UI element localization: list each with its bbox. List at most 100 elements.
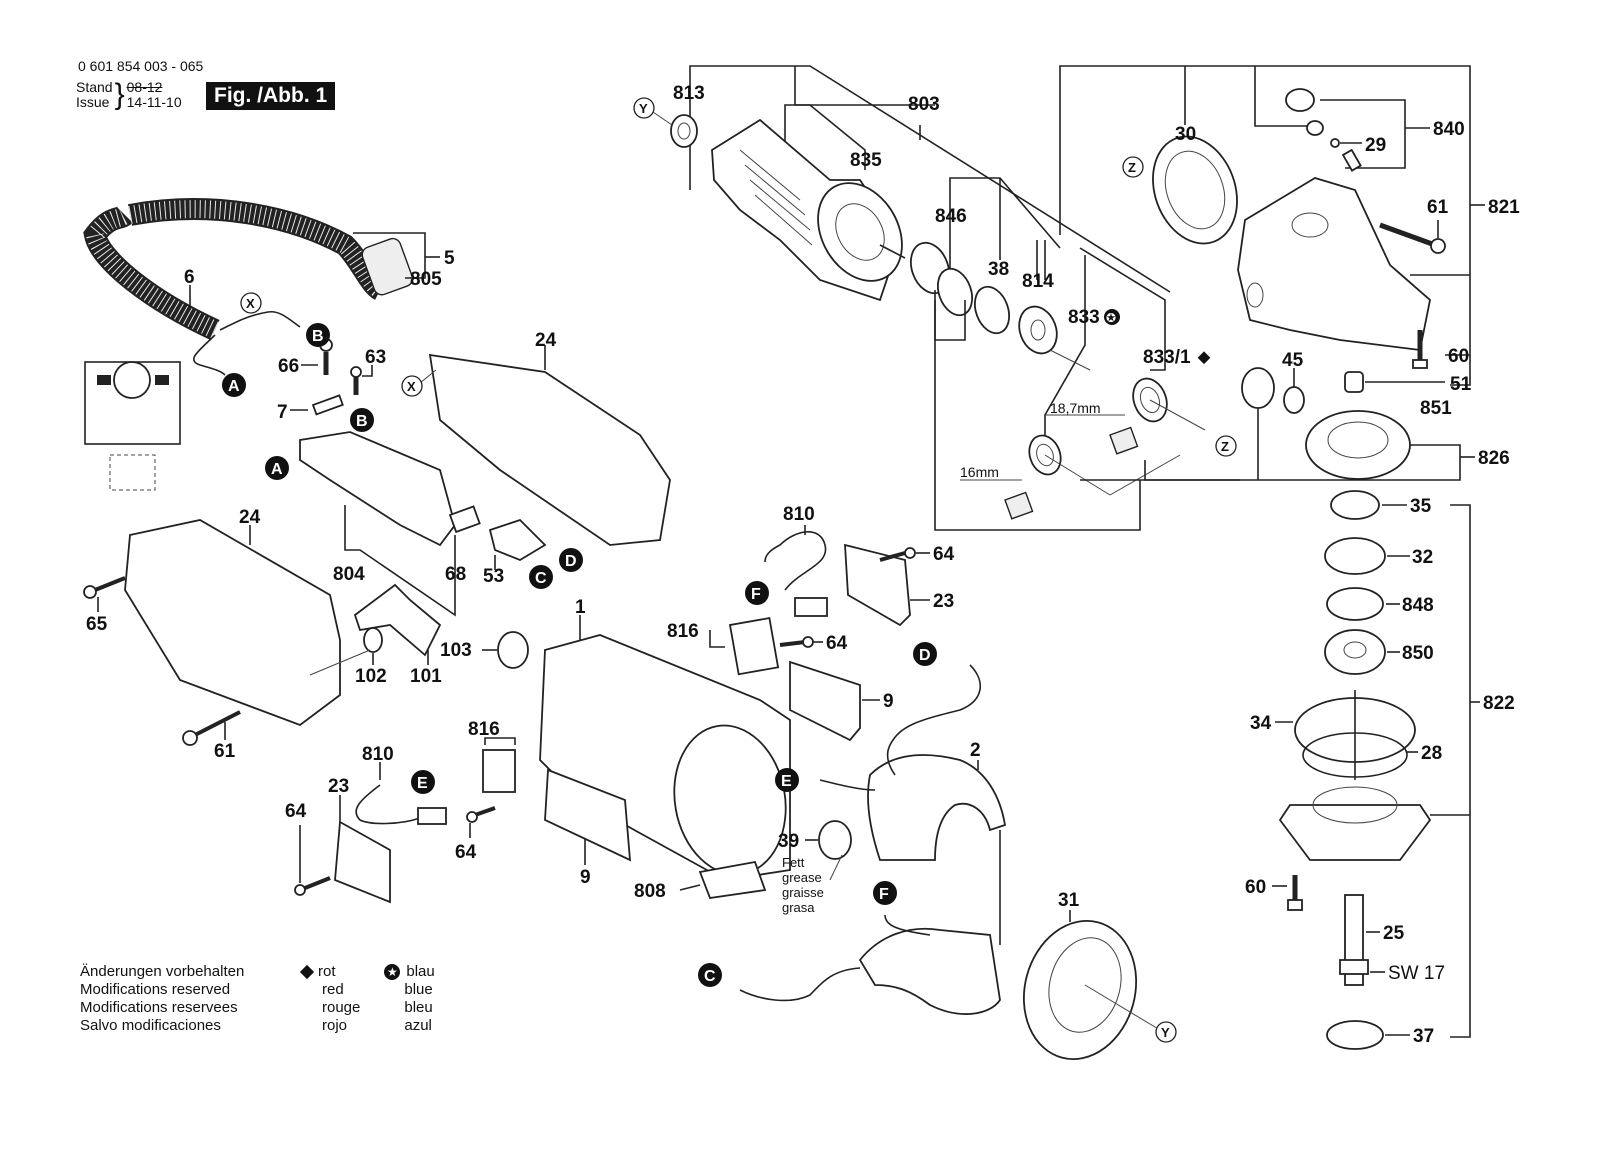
screw-65-head — [83, 585, 97, 599]
part-label-821: 821 — [1488, 197, 1520, 218]
armature-group — [649, 65, 1171, 531]
legend-red-de: rot — [318, 963, 336, 980]
note-en: Modifications reserved — [80, 981, 231, 998]
part-label-814: 814 — [1022, 271, 1054, 292]
leader-Y-813 — [649, 109, 673, 126]
legend-blue-de: blau — [406, 963, 435, 980]
power-cord-5 — [127, 198, 387, 300]
brush-cover-23-lower — [334, 820, 391, 904]
gear-housing-boss — [1291, 212, 1329, 238]
reference-Z-gear: Z — [1122, 156, 1144, 178]
part-label-64-cover-lower: 64 — [285, 801, 307, 822]
switch-part-68 — [448, 505, 481, 534]
connector-A-cord: A — [222, 373, 246, 397]
seal-tool-833-1 — [1109, 426, 1139, 455]
connector-B-cord: B — [306, 323, 330, 347]
legend-blue-es: azul — [404, 1017, 432, 1034]
grease-note-en: grease — [782, 870, 822, 885]
cover-plate-9-upper — [789, 660, 861, 742]
wrench-size-sw17: SW 17 — [1388, 963, 1445, 984]
leader-833 — [1044, 255, 1086, 440]
svg-text:E: E — [781, 773, 792, 790]
shaft-seal-group: 18,7mm 16mm — [960, 247, 1240, 520]
brush-holder-cap-103 — [497, 631, 529, 669]
leader-808 — [679, 884, 701, 891]
screw-61-head — [1430, 238, 1446, 254]
part-label-37: 37 — [1413, 1026, 1434, 1047]
screw-60a-head — [1412, 359, 1428, 369]
stand-value: 08-12 — [126, 79, 163, 95]
part-label-66: 66 — [278, 356, 299, 377]
power-cord-6-texture — [85, 207, 219, 339]
screw-64-cover-lower — [304, 876, 331, 890]
part-label-51: 51 — [1450, 374, 1472, 395]
screw-60b-head — [1287, 899, 1303, 911]
connector-C-field: C — [698, 963, 722, 987]
screw-64-cover-upper-head — [904, 547, 916, 559]
dimension-16mm: 16mm — [960, 464, 999, 480]
armature-fan-hub — [835, 203, 885, 261]
part-label-24-right: 24 — [535, 330, 557, 351]
schematic-brush-left — [97, 375, 111, 385]
bearing-814-inner — [1030, 319, 1046, 341]
brush-cable-810-upper — [764, 531, 827, 591]
part-label-816-upper: 816 — [667, 621, 699, 642]
svg-text:Y: Y — [1161, 1025, 1170, 1040]
shaft-seal-833-inner — [1036, 443, 1054, 467]
part-label-60-spindle: 60 — [1245, 877, 1266, 898]
figure-label: Fig. /Abb. 1 — [206, 82, 336, 110]
connector-F-brush: F — [745, 581, 769, 605]
part-label-31: 31 — [1058, 890, 1080, 911]
svg-text:D: D — [565, 553, 577, 570]
part-label-6: 6 — [184, 267, 195, 288]
brush-holder-816-lower — [482, 749, 516, 793]
bracket-826 — [1080, 444, 1461, 481]
part-label-5: 5 — [444, 248, 455, 269]
leader-grease — [829, 854, 843, 881]
document-number: 0 601 854 003 - 065 — [78, 58, 204, 74]
label-808 — [698, 860, 767, 899]
gear-head-group — [1059, 65, 1485, 481]
nut-45 — [1283, 386, 1305, 414]
connector-D-switch: D — [559, 548, 583, 572]
handle-housing-24-right — [428, 353, 671, 546]
part-label-64-holder-upper: 64 — [826, 633, 848, 654]
legend-red-en: red — [322, 981, 344, 998]
bearing-814 — [1018, 305, 1058, 355]
crown-gear-826-inner — [1327, 421, 1389, 459]
connector-D-field: D — [913, 642, 937, 666]
leader-833-1 — [1079, 247, 1166, 371]
part-label-810-lower: 810 — [362, 744, 394, 765]
connector-E-brush: E — [411, 770, 435, 794]
brace-symbol: } — [114, 78, 125, 111]
leader-X-housing — [419, 369, 437, 384]
part-label-35: 35 — [1410, 496, 1432, 517]
part-label-826: 826 — [1478, 448, 1510, 469]
part-label-23-lower: 23 — [328, 776, 349, 797]
part-label-63: 63 — [365, 347, 386, 368]
svg-text:F: F — [751, 586, 761, 603]
switch-lever-101 — [353, 583, 442, 657]
screw-64-cover-lower-head — [294, 884, 306, 896]
bevel-gear-30-inner — [1164, 150, 1226, 230]
bearing-813-inner — [677, 122, 691, 140]
connector-B-switch: B — [350, 408, 374, 432]
part-label-25: 25 — [1383, 923, 1405, 944]
part-label-833-1: 833/1 — [1143, 347, 1191, 368]
svg-text:✪: ✪ — [1106, 311, 1116, 325]
part-label-23-upper: 23 — [933, 591, 954, 612]
screw-61-shaft — [1379, 222, 1436, 248]
pinion-gear — [1241, 367, 1275, 409]
part-label-1: 1 — [575, 597, 586, 618]
part-label-803: 803 — [908, 94, 940, 115]
wire-A — [193, 334, 226, 376]
part-label-816-lower: 816 — [468, 719, 500, 740]
wire-C — [739, 967, 861, 1002]
svg-text:X: X — [246, 296, 255, 311]
field-coil-2-upper — [867, 754, 1007, 861]
legend-blue: ★blau blue bleu azul — [384, 963, 435, 1035]
wire-E — [819, 779, 876, 791]
part-label-60-head: 60 — [1448, 346, 1469, 367]
svg-text:X: X — [407, 379, 416, 394]
svg-text:C: C — [535, 570, 547, 587]
